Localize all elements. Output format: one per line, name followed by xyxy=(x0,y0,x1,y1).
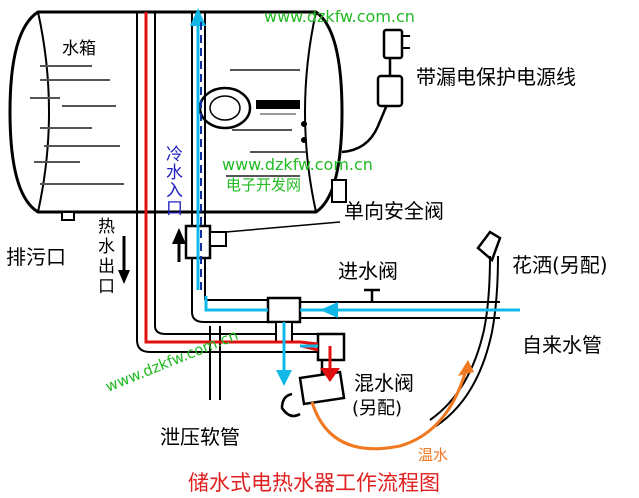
water-level-lines xyxy=(30,65,306,185)
cold-in-arrow-icon xyxy=(172,228,186,244)
label-cold-inlet: 冷 水 入 口 xyxy=(166,145,183,219)
watermark-url-top: www.dzkfw.com.cn xyxy=(264,7,415,26)
svg-text:口: 口 xyxy=(98,277,115,297)
warm-water-flow xyxy=(310,369,468,451)
label-check-valve: 单向安全阀 xyxy=(344,199,444,223)
brand-plate xyxy=(256,100,300,109)
check-valve xyxy=(184,221,341,260)
label-tank: 水箱 xyxy=(62,39,96,59)
svg-text:口: 口 xyxy=(166,199,183,219)
indicator-light xyxy=(301,121,307,127)
svg-text:入: 入 xyxy=(166,181,183,201)
svg-text:水: 水 xyxy=(98,237,115,257)
watermark-site-name: 电子开发网 xyxy=(226,176,301,194)
svg-text:冷: 冷 xyxy=(166,145,183,165)
shower-head xyxy=(429,230,502,427)
svg-text:出: 出 xyxy=(98,257,115,277)
label-power-cord: 带漏电保护电源线 xyxy=(416,65,576,89)
label-drain: 排污口 xyxy=(6,245,66,269)
diagram-title: 储水式电热水器工作流程图 xyxy=(188,471,440,495)
label-relief-hose: 泄压软管 xyxy=(160,425,240,449)
label-inlet-valve: 进水阀 xyxy=(338,259,398,283)
power-cord xyxy=(341,28,410,154)
watermark-url-mid: www.dzkfw.com.cn xyxy=(222,155,373,174)
drain-outlet xyxy=(61,211,75,221)
side-bracket xyxy=(331,179,347,203)
svg-text:热: 热 xyxy=(98,217,115,237)
hot-out-arrow-icon xyxy=(118,270,130,284)
label-mixing-valve: 混水阀 xyxy=(354,371,414,395)
warm-arrow-icon xyxy=(458,360,474,376)
water-tank xyxy=(8,10,347,221)
plug-icon xyxy=(382,28,404,60)
leakage-protector xyxy=(376,74,404,108)
label-warm-water: 温水 xyxy=(418,446,448,464)
label-hot-outlet: 热 水 出 口 xyxy=(98,217,115,297)
label-tap-pipe: 自来水管 xyxy=(522,333,602,357)
thermostat-dial xyxy=(198,86,252,130)
cold-water-flow xyxy=(190,8,520,386)
label-shower: 花洒(另配) xyxy=(512,253,608,277)
label-mixing-valve-note: (另配) xyxy=(352,398,402,419)
svg-text:水: 水 xyxy=(166,163,183,183)
